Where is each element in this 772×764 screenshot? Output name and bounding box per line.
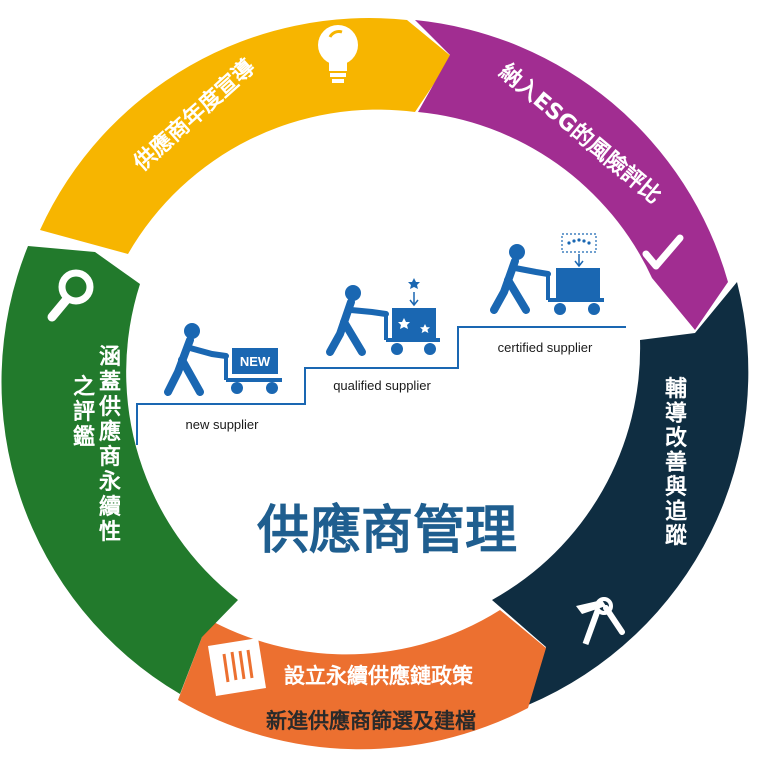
ring-segment-green <box>1 246 238 694</box>
arrow-down-icon <box>409 292 419 307</box>
star-box <box>392 308 436 338</box>
svg-text:之評鑑: 之評鑑 <box>73 374 95 450</box>
step-qualified-supplier: qualified supplier <box>326 278 440 393</box>
staircase-line <box>136 326 626 445</box>
worker-pushing-cart-icon <box>164 323 282 396</box>
star-icon <box>420 324 430 333</box>
checkmark-icon <box>642 234 684 270</box>
svg-text:輔導改善與追蹤: 輔導改善與追蹤 <box>665 376 688 549</box>
orange-segment-label-line2: 新進供應商篩選及建檔 <box>266 709 476 733</box>
orange-segment-label-line1: 設立永續供應鏈政策 <box>284 664 474 688</box>
arrow-down-icon <box>574 254 584 268</box>
worker-pushing-cart-icon <box>490 244 604 315</box>
step-label-certified-supplier: certified supplier <box>498 340 593 355</box>
worker-pushing-cart-icon <box>326 285 440 356</box>
lightbulb-icon <box>318 25 358 83</box>
tools-icon <box>576 597 625 645</box>
certificate-dots <box>567 238 591 245</box>
step-certified-supplier: certified supplier <box>490 233 604 355</box>
green-segment-label: 涵蓋供應商永續性 之評鑑 <box>73 345 121 545</box>
navy-segment-label: 輔導改善與追蹤 <box>665 376 688 549</box>
ring-segment-orange <box>178 600 546 750</box>
document-icon <box>208 638 266 696</box>
step-label-qualified-supplier: qualified supplier <box>333 378 431 393</box>
certified-box <box>556 268 600 298</box>
star-icon <box>408 278 420 289</box>
step-new-supplier: NEW new supplier <box>164 323 282 432</box>
center-title: 供應商管理 <box>257 501 517 561</box>
step-label-new-supplier: new supplier <box>186 417 260 432</box>
svg-text:涵蓋供應商永續性: 涵蓋供應商永續性 <box>98 345 121 545</box>
ring-segment-purple <box>415 20 728 330</box>
magnifier-icon <box>47 269 94 322</box>
star-icon <box>398 318 410 329</box>
ring-segment-yellow <box>40 18 452 254</box>
ring-segment-navy <box>492 282 749 705</box>
certificate-icon <box>561 233 597 253</box>
new-badge-label: NEW <box>240 354 271 369</box>
new-badge-box <box>232 348 278 374</box>
